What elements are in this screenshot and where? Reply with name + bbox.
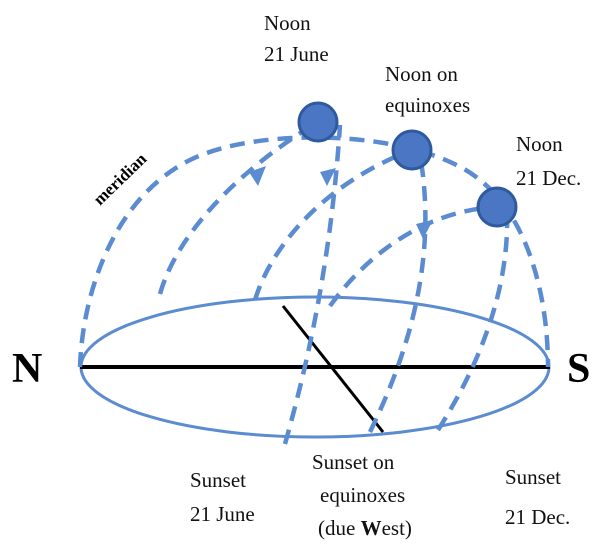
equinox-path-east	[367, 154, 428, 433]
noon-june-label-1: Noon	[264, 11, 311, 35]
equinox-arrow	[320, 168, 336, 186]
june-path-west	[157, 120, 320, 295]
dec-path-east	[436, 211, 510, 432]
sun-noon-december	[476, 186, 518, 228]
sun-noon-june	[297, 101, 339, 143]
june-arrow	[249, 166, 266, 186]
dec-arrow	[416, 220, 433, 239]
dec-path-west	[328, 204, 498, 308]
noon-dec-label-2: 21 Dec.	[516, 166, 581, 190]
sunset-equinox-label-2: equinoxes	[320, 483, 405, 507]
noon-equinox-label-1: Noon on	[385, 62, 458, 86]
south-label: S	[567, 346, 590, 392]
sunset-june-label-2: 21 June	[190, 502, 255, 526]
sun-noon-equinox	[391, 129, 433, 171]
noon-june-label-2: 21 June	[264, 42, 329, 66]
noon-dec-label-1: Noon	[516, 132, 563, 156]
sunset-equinox-label-3: (due West)	[318, 516, 412, 540]
sunset-june-label-1: Sunset	[190, 468, 246, 492]
due-prefix: (due	[318, 516, 361, 540]
sunset-equinox-label-1: Sunset on	[312, 450, 395, 474]
june-path-east	[282, 124, 343, 445]
west-bold-letter: W	[361, 516, 382, 540]
sunset-dec-label-2: 21 Dec.	[505, 505, 570, 529]
north-label: N	[12, 346, 42, 392]
due-suffix: est)	[382, 516, 412, 540]
meridian-arc	[77, 135, 551, 368]
sunset-dec-label-1: Sunset	[505, 465, 561, 489]
noon-equinox-label-2: equinoxes	[385, 93, 470, 117]
east-west-axis	[281, 305, 385, 433]
